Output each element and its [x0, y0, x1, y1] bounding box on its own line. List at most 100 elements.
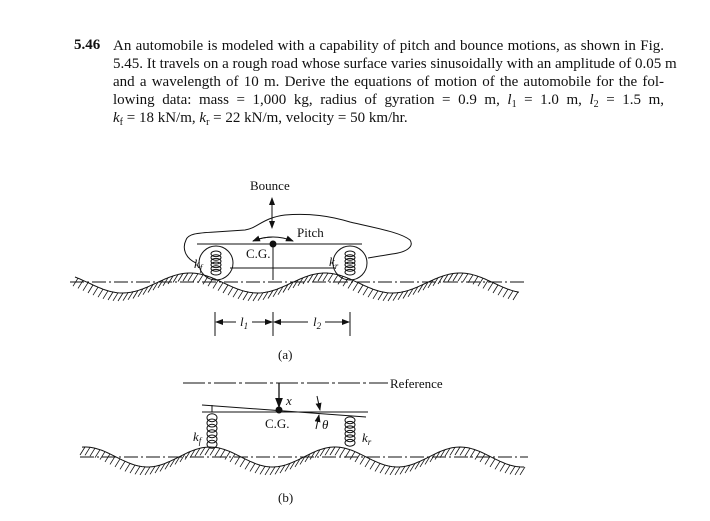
hatch-mark [97, 288, 104, 298]
hatch-mark [457, 272, 464, 282]
hatch-mark [242, 291, 249, 301]
hatch-mark [237, 290, 244, 300]
hatch-mark [179, 453, 186, 463]
hatch-mark [157, 279, 164, 289]
hatch-mark [334, 447, 341, 456]
hatch-mark [297, 277, 304, 287]
front-wheel [198, 245, 234, 281]
hatch-mark [514, 466, 521, 476]
hatch-mark [212, 280, 219, 289]
hatch-mark [72, 277, 79, 287]
hatch-mark [279, 464, 286, 474]
spring-coil [344, 261, 356, 269]
hatch-mark [292, 279, 299, 289]
hatch-mark [417, 284, 424, 293]
hatch-mark [114, 458, 121, 468]
problem-text-line: 5.45. It travels on a rough road whose s… [113, 56, 677, 72]
hatch-mark [442, 274, 449, 283]
front-spring [206, 413, 218, 449]
hatch-mark [159, 463, 166, 472]
hatch-mark [269, 466, 276, 476]
hatch-mark [504, 464, 511, 474]
hatch-mark [189, 449, 196, 458]
hatch-mark [199, 447, 206, 456]
hatch-mark [244, 461, 251, 470]
hatch-mark [409, 463, 416, 472]
symbol: k [113, 110, 120, 126]
spring-coil [344, 268, 356, 276]
hatch-mark [317, 272, 324, 282]
hatch-mark [394, 466, 401, 476]
hatch-mark [467, 274, 474, 284]
hatch-mark [487, 282, 494, 291]
hatch-mark [222, 284, 229, 294]
caption-a: (a) [278, 347, 292, 362]
hatch-mark [339, 447, 346, 457]
front-spring [210, 250, 222, 276]
subscript: 2 [593, 99, 599, 110]
kf-label: kf [193, 429, 203, 446]
subscript: 1 [511, 99, 517, 110]
hatch-mark [249, 463, 256, 472]
spring-coil [210, 250, 222, 258]
hatch-mark [79, 446, 86, 456]
text: lowing data: mass = 1,000 kg, radius of … [113, 92, 500, 108]
pitch-arrow-back [252, 235, 274, 242]
hatch-mark [287, 281, 294, 291]
hatch-mark [139, 466, 146, 476]
hatch-mark [239, 458, 246, 468]
tilted-beam [201, 404, 367, 418]
spring-coil [344, 257, 356, 265]
hatch-mark [217, 282, 224, 291]
hatch-mark [314, 449, 321, 458]
hatch-mark [134, 466, 141, 475]
hatch-mark [367, 288, 374, 298]
hatch-mark [304, 453, 311, 463]
hatch-mark [497, 286, 504, 296]
hatch-mark [84, 447, 91, 456]
hatch-mark [422, 281, 429, 291]
l2-label: l2 [313, 314, 322, 331]
hatch-mark [259, 466, 266, 475]
hatch-mark [362, 286, 369, 296]
hatch-mark [149, 466, 156, 475]
hatch-mark [472, 276, 479, 285]
hatch-mark [322, 272, 329, 282]
l1-label: l1 [240, 314, 248, 331]
hatch-mark [164, 461, 171, 470]
spring-coil [206, 418, 218, 428]
hatch-mark [99, 451, 106, 460]
spring-coil [344, 438, 356, 447]
hatch-mark [234, 456, 241, 465]
hatch-mark [294, 458, 301, 468]
figure-b [79, 382, 528, 476]
hatch-mark [444, 447, 451, 457]
hatch-mark [184, 451, 191, 460]
hatch-mark [174, 456, 181, 465]
cg-dot [275, 406, 283, 414]
hatch-mark [519, 466, 526, 476]
hatch-mark [92, 286, 99, 296]
spring-coil [206, 439, 218, 449]
text: = 22 kN/m, velocity = 50 km/hr. [209, 110, 408, 126]
hatch-mark [404, 464, 411, 474]
kr-label: kr [362, 430, 372, 447]
subscript: r [206, 117, 210, 128]
hatch-mark [177, 273, 184, 282]
hatch-mark [379, 464, 386, 474]
hatch-mark [77, 280, 84, 289]
kr-label: kr [329, 254, 339, 271]
x-label: x [285, 393, 292, 408]
hatch-mark [512, 291, 519, 301]
caption-b: (b) [278, 490, 293, 505]
spring-coil [344, 250, 356, 258]
hatch-mark [447, 273, 454, 282]
road-surface [81, 446, 524, 468]
hatch-mark [452, 272, 459, 282]
spring-coil [210, 265, 222, 272]
problem-number: 5.46 [74, 37, 101, 53]
text: = 18 kN/m, [123, 110, 196, 126]
hatch-mark [252, 292, 259, 302]
hatch-mark [142, 286, 149, 295]
hatch-mark [137, 288, 144, 298]
